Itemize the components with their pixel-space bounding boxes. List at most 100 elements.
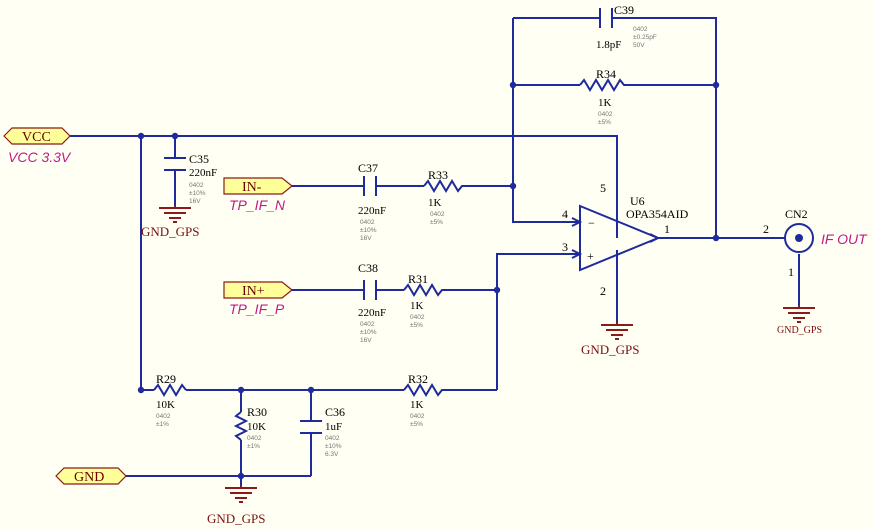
- c38-ref: C38: [358, 261, 378, 275]
- resistor-r30[interactable]: R30 10K 0402 ±1%: [233, 405, 267, 450]
- c37-voltage: 16V: [360, 235, 372, 242]
- r32-tolerance: ±5%: [410, 421, 423, 428]
- resistor-r31[interactable]: R31 1K 0402 ±5%: [403, 272, 444, 329]
- ground-label-cn2: GND_GPS: [777, 325, 822, 336]
- connector-cn2[interactable]: CN2 2 1: [763, 207, 814, 279]
- c36-value: 1uF: [325, 421, 342, 433]
- ground-label-bottom: GND_GPS: [207, 511, 266, 526]
- r29-value: 10K: [156, 399, 175, 411]
- r32-value: 1K: [410, 399, 424, 411]
- wire-inv-node: [512, 18, 580, 223]
- c38-voltage: 16V: [360, 337, 372, 344]
- wire-c39: [513, 17, 717, 238]
- capacitor-c37[interactable]: C37 220nF 0402 ±10% 16V: [358, 161, 386, 242]
- wires: [68, 17, 800, 485]
- u6-part: OPA354AID: [626, 207, 689, 221]
- c36-ref: C36: [325, 405, 345, 419]
- ground-symbol-bottom: GND_GPS: [207, 485, 266, 526]
- r34-package: 0402: [598, 111, 613, 118]
- c39-ref: C39: [614, 3, 634, 17]
- c38-value: 220nF: [358, 307, 386, 319]
- r34-value: 1K: [598, 97, 612, 109]
- port-vcc-label: VCC: [22, 130, 51, 145]
- opamp-u6[interactable]: − + U6 OPA354AID 4 3 1 5 2: [562, 181, 689, 298]
- junction-dot: [237, 472, 245, 480]
- r29-package: 0402: [156, 413, 171, 420]
- u6-ref: U6: [630, 194, 645, 208]
- resistor-r29[interactable]: R29 10K 0402 ±1%: [153, 372, 187, 428]
- u6-plus-sign: +: [587, 249, 594, 263]
- capacitor-c35[interactable]: C35 220nF 0402 ±10% 16V: [164, 152, 217, 205]
- capacitor-c36[interactable]: C36 1uF 0402 ±10% 6.3V: [300, 405, 345, 458]
- c39-value: 1.8pF: [596, 39, 621, 51]
- capacitor-c38[interactable]: C38 220nF 0402 ±10% 16V: [358, 261, 386, 344]
- c38-package: 0402: [360, 321, 375, 328]
- c39-tolerance: ±0.25pF: [633, 34, 657, 41]
- c35-value: 220nF: [189, 167, 217, 179]
- junction-dot: [712, 234, 720, 242]
- resistor-r32[interactable]: R32 1K 0402 ±5%: [403, 372, 444, 428]
- c37-package: 0402: [360, 219, 375, 226]
- junction-dot: [307, 386, 315, 394]
- u6-pin-2: 2: [600, 284, 606, 298]
- u6-pin-4: 4: [562, 207, 568, 221]
- net-label-tp-if-n: TP_IF_N: [229, 197, 286, 213]
- junction-dot: [509, 182, 517, 190]
- port-in-p[interactable]: IN+: [223, 281, 293, 299]
- junction-dot: [171, 132, 179, 140]
- c35-package: 0402: [189, 182, 204, 189]
- net-label-tp-if-p: TP_IF_P: [229, 301, 285, 317]
- cn2-ref: CN2: [785, 207, 808, 221]
- r30-value: 10K: [247, 421, 266, 433]
- c37-tolerance: ±10%: [360, 227, 377, 234]
- capacitor-c39[interactable]: C39 1.8pF 0402 ±0.25pF 50V: [596, 3, 657, 51]
- c36-tolerance: ±10%: [325, 443, 342, 450]
- net-label-if-out: IF OUT: [821, 231, 868, 247]
- cn2-pin-1: 1: [788, 265, 794, 279]
- port-gnd-label: GND: [74, 470, 104, 485]
- u6-pin-3: 3: [562, 240, 568, 254]
- junction-dot: [493, 286, 501, 294]
- r30-tolerance: ±1%: [247, 443, 260, 450]
- net-label-vcc: VCC 3.3V: [8, 149, 72, 165]
- c37-ref: C37: [358, 161, 378, 175]
- ground-symbol-u6: GND_GPS: [581, 322, 640, 357]
- r34-ref: R34: [596, 67, 616, 81]
- c36-package: 0402: [325, 435, 340, 442]
- c35-ref: C35: [189, 152, 209, 166]
- port-vcc[interactable]: VCC: [3, 127, 71, 145]
- ground-label-u6: GND_GPS: [581, 342, 640, 357]
- u6-minus-sign: −: [588, 216, 595, 230]
- r32-ref: R32: [408, 372, 428, 386]
- c35-tolerance: ±10%: [189, 190, 206, 197]
- c39-voltage: 50V: [633, 42, 645, 49]
- c39-package: 0402: [633, 26, 648, 33]
- r31-value: 1K: [410, 300, 424, 312]
- c36-voltage: 6.3V: [325, 451, 339, 458]
- r30-package: 0402: [247, 435, 262, 442]
- r31-package: 0402: [410, 314, 425, 321]
- r29-tolerance: ±1%: [156, 421, 169, 428]
- r29-ref: R29: [156, 372, 176, 386]
- port-in-n[interactable]: IN-: [223, 177, 293, 195]
- junctions: [137, 81, 720, 480]
- port-in-p-label: IN+: [242, 284, 265, 299]
- junction-dot: [137, 132, 145, 140]
- r34-tolerance: ±5%: [598, 119, 611, 126]
- junction-dot: [137, 386, 145, 394]
- ground-symbol-cn2: GND_GPS: [777, 305, 822, 336]
- wire-vcc-rail: [68, 135, 618, 238]
- ground-label-c35: GND_GPS: [141, 224, 200, 239]
- junction-dot: [237, 386, 245, 394]
- port-gnd[interactable]: GND: [55, 467, 127, 485]
- r31-ref: R31: [408, 272, 428, 286]
- c37-value: 220nF: [358, 205, 386, 217]
- r33-tolerance: ±5%: [430, 219, 443, 226]
- resistor-r33[interactable]: R33 1K 0402 ±5%: [423, 168, 464, 226]
- resistor-r34[interactable]: R34 1K 0402 ±5%: [579, 67, 628, 126]
- c38-tolerance: ±10%: [360, 329, 377, 336]
- u6-pin-5: 5: [600, 181, 606, 195]
- r33-value: 1K: [428, 197, 442, 209]
- r33-package: 0402: [430, 211, 445, 218]
